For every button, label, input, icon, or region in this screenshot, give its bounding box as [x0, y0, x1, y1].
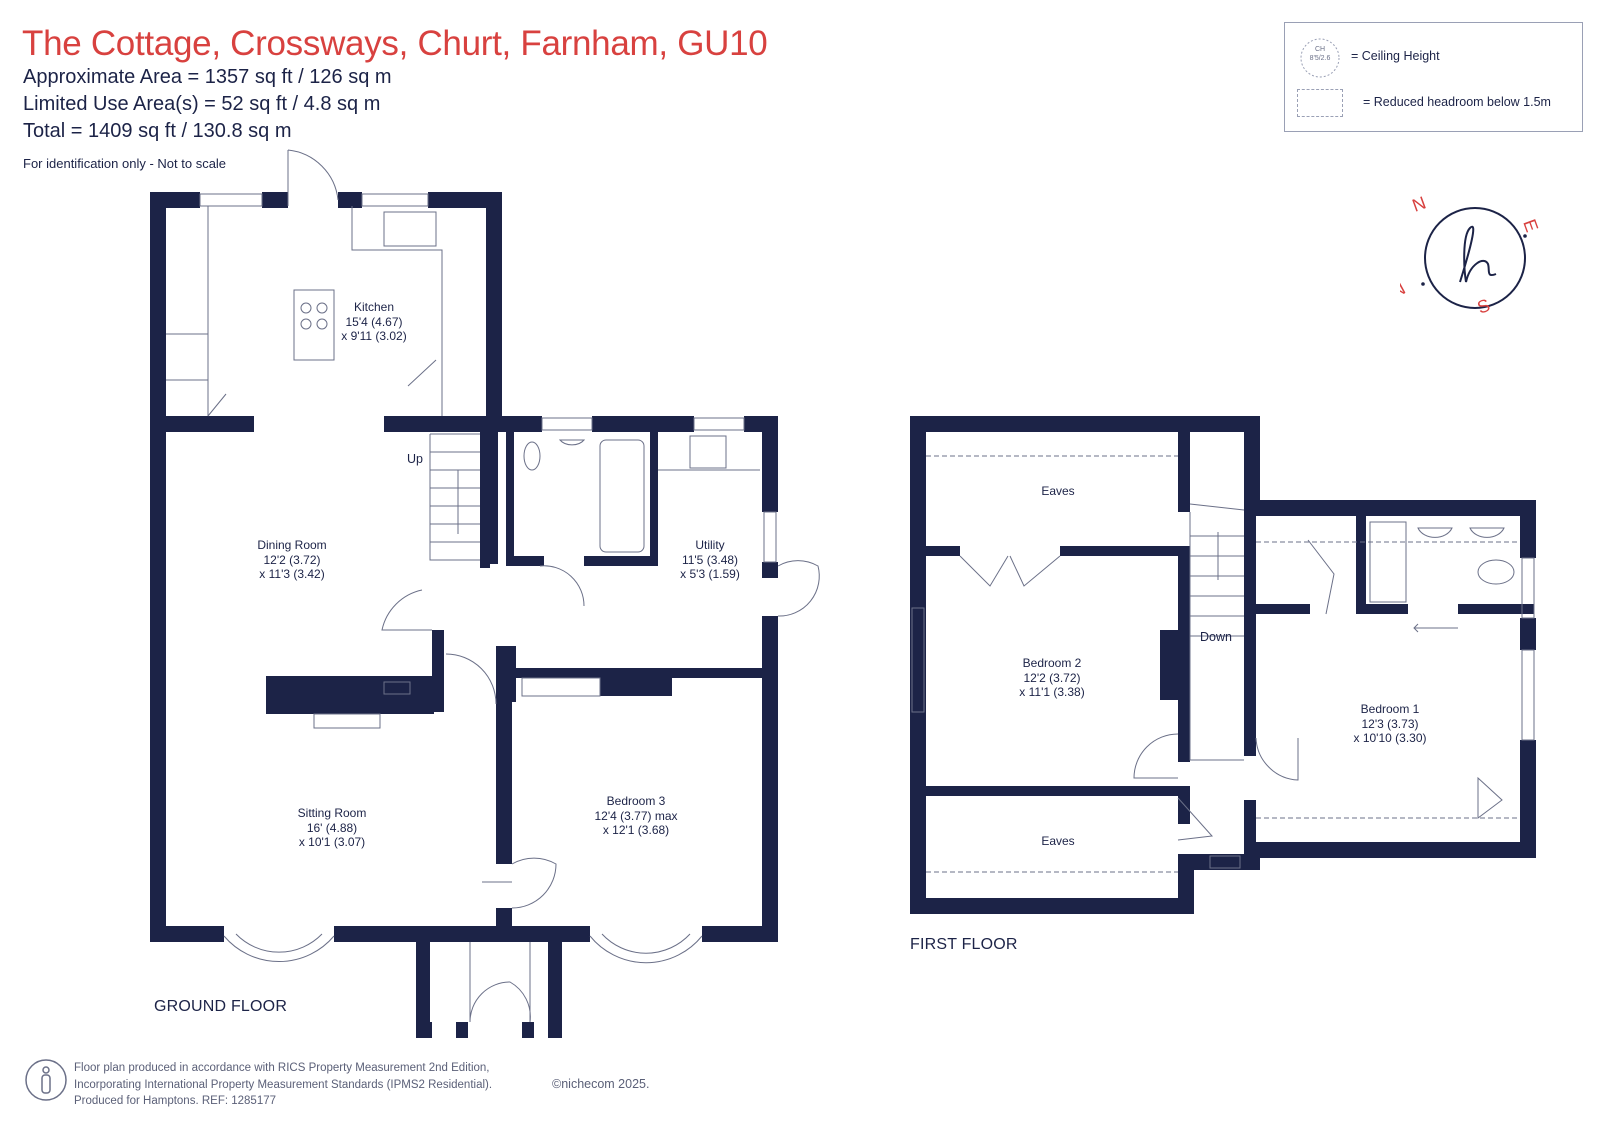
ceiling-icon-label: CH 8'5/2.6	[1309, 46, 1331, 62]
scale-note: For identification only - Not to scale	[23, 156, 227, 171]
compass-n: N	[1410, 193, 1429, 216]
first-floor-fixtures	[911, 455, 1535, 873]
ground-floor-walls	[150, 192, 778, 1038]
approximate-area: Approximate Area = 1357 sq ft / 126 sq m	[23, 66, 392, 88]
compass-w: W	[1400, 279, 1411, 305]
room-bedroom1: Bedroom 1 12'3 (3.73) x 10'10 (3.30)	[1353, 702, 1427, 745]
ground-floor-fixtures	[166, 149, 820, 1023]
copyright: ©nichecom 2025.	[552, 1077, 650, 1091]
room-bedroom3: Bedroom 3 12'4 (3.77) max x 12'1 (3.68)	[594, 794, 678, 837]
room-dining: Dining Room 12'2 (3.72) x 11'3 (3.42)	[257, 538, 327, 581]
legend-box: CH 8'5/2.6 = Ceiling Height = Reduced he…	[1284, 22, 1583, 132]
eaves-bottom: Eaves	[1041, 834, 1075, 848]
reduced-headroom-swatch	[1297, 89, 1343, 117]
room-bedroom2: Bedroom 2 12'2 (3.72) x 11'1 (3.38)	[1019, 656, 1085, 699]
compass-logo: N E S W	[1400, 193, 1542, 318]
room-kitchen: Kitchen 15'4 (4.67) x 9'11 (3.02)	[341, 300, 407, 343]
reduced-headroom-legend: = Reduced headroom below 1.5m	[1363, 95, 1551, 109]
room-sitting: Sitting Room 16' (4.88) x 10'1 (3.07)	[297, 806, 367, 849]
first-floor-label: FIRST FLOOR	[910, 936, 1018, 953]
page-title: The Cottage, Crossways, Churt, Farnham, …	[22, 24, 768, 63]
room-utility: Utility 11'5 (3.48) x 5'3 (1.59)	[680, 538, 740, 581]
stairs-up-label: Up	[407, 452, 423, 466]
total-area: Total = 1409 sq ft / 130.8 sq m	[23, 120, 292, 142]
ceiling-height-icon	[1300, 38, 1340, 78]
limited-use-area: Limited Use Area(s) = 52 sq ft / 4.8 sq …	[23, 93, 381, 115]
ground-floor-label: GROUND FLOOR	[154, 998, 288, 1015]
person-icon	[25, 1059, 67, 1101]
footer-notes: Floor plan produced in accordance with R…	[74, 1062, 493, 1107]
first-floor-walls	[910, 416, 1536, 914]
eaves-top: Eaves	[1041, 484, 1075, 498]
stairs-down-label: Down	[1200, 630, 1232, 644]
ceiling-height-legend: = Ceiling Height	[1351, 49, 1440, 63]
